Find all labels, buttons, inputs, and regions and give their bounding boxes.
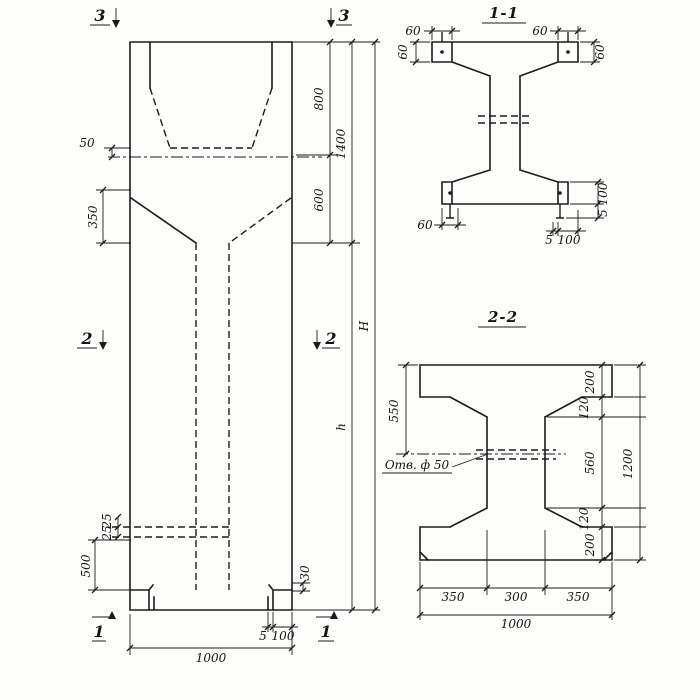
marker-1-right: 1 — [320, 622, 331, 641]
anchor-dot — [566, 50, 570, 54]
dim-top: 800 — [312, 87, 326, 110]
dim-total: H — [357, 320, 371, 332]
section-2-title: 2-2 — [487, 308, 518, 326]
dim-s1-right-v-b: 5 — [596, 209, 610, 217]
dim-gap-bot: 25 — [100, 525, 114, 541]
marker-1-left: 1 — [93, 622, 104, 641]
section-1-dimension-lines — [415, 30, 599, 232]
dim-s1-top-left: 60 — [405, 24, 421, 38]
column-outline — [129, 41, 293, 611]
anchor-dot — [440, 50, 444, 54]
section-1-ticks — [412, 27, 602, 235]
marker-underlines — [77, 24, 352, 642]
dim-lip: 30 — [298, 565, 312, 581]
section-1-profile — [431, 41, 579, 205]
marker-2-right: 2 — [324, 329, 336, 348]
dim-shaft: h — [334, 423, 348, 431]
arrow-down-icon — [327, 20, 335, 28]
dim-neck: 600 — [312, 188, 326, 211]
section-2-ticks — [402, 361, 644, 619]
anchor-dot — [558, 191, 562, 195]
hole-leader-line — [451, 453, 489, 468]
arrow-down-icon — [99, 342, 107, 350]
elevation-view: 3 3 2 2 1 1 50 350 25 25 500 800 600 140… — [77, 6, 380, 665]
dim-s2-web: 560 — [583, 451, 597, 474]
arrow-down-icon — [313, 342, 321, 350]
dim-s2-haunch-top: 120 — [577, 396, 591, 419]
dim-width: 1000 — [196, 651, 227, 665]
dim-s2-width: 1000 — [501, 617, 532, 631]
section-2-2: 2-2 Отв. ф 50 550 200 120 560 120 200 12… — [382, 308, 646, 631]
marker-3-left: 3 — [94, 6, 105, 25]
hole-label: Отв. ф 50 — [385, 458, 450, 472]
dim-foot-gap: 5 — [259, 629, 267, 643]
dim-upper: 1400 — [334, 128, 348, 159]
hidden-lines — [112, 87, 292, 590]
section-2-profile — [418, 364, 614, 562]
dim-s2-height: 1200 — [621, 448, 635, 479]
section-1-anchors — [441, 32, 569, 219]
dim-s2-bot-left: 350 — [442, 590, 465, 604]
section-2-hole-hidden — [476, 449, 556, 460]
dim-gap-top: 25 — [100, 513, 114, 529]
arrow-up-icon — [108, 611, 116, 619]
dim-s2-flange-top: 200 — [583, 370, 597, 394]
dim-inset: 50 — [79, 136, 95, 150]
section-2-extension-lines — [398, 364, 646, 620]
dim-s2-bot-right: 350 — [567, 590, 590, 604]
dim-s1-left: 60 — [396, 44, 410, 60]
section-markers: 3 3 2 2 1 1 — [77, 6, 352, 642]
marker-3-right: 3 — [338, 6, 349, 25]
dim-base: 500 — [79, 554, 93, 577]
dim-s2-bot-mid: 300 — [505, 590, 528, 604]
dim-s1-right-v-a: 100 — [596, 182, 610, 205]
section-1-extension-lines — [410, 26, 604, 236]
section-1-1: 1-1 60 60 60 60 60 100 5 5 100 — [396, 4, 610, 247]
section-1-hidden-lines — [478, 115, 532, 124]
dim-s1-top-right: 60 — [532, 24, 548, 38]
anchor-dot — [448, 191, 452, 195]
dim-s2-flange-bot: 200 — [583, 533, 597, 557]
arrow-up-icon — [330, 611, 338, 619]
dim-s1-right: 60 — [593, 44, 607, 60]
column-feet — [129, 583, 293, 611]
dimension-ticks — [91, 38, 379, 652]
arrow-down-icon — [112, 20, 120, 28]
dim-s1-bottom-a: 5 — [545, 233, 553, 247]
dim-s1-bottom-b: 100 — [558, 233, 581, 247]
dim-s1-bottom-left: 60 — [417, 218, 433, 232]
extension-lines — [88, 41, 380, 655]
dim-s2-haunch-bot: 120 — [577, 507, 591, 530]
dim-foot: 100 — [272, 629, 295, 643]
dim-taper: 350 — [86, 205, 100, 228]
marker-lines — [92, 8, 336, 618]
taper-line-left — [129, 196, 198, 245]
section-2-dimension-lines — [405, 365, 641, 616]
section-1-title: 1-1 — [489, 4, 519, 22]
marker-2-left: 2 — [80, 329, 92, 348]
dim-s2-to-hole: 550 — [387, 399, 401, 422]
